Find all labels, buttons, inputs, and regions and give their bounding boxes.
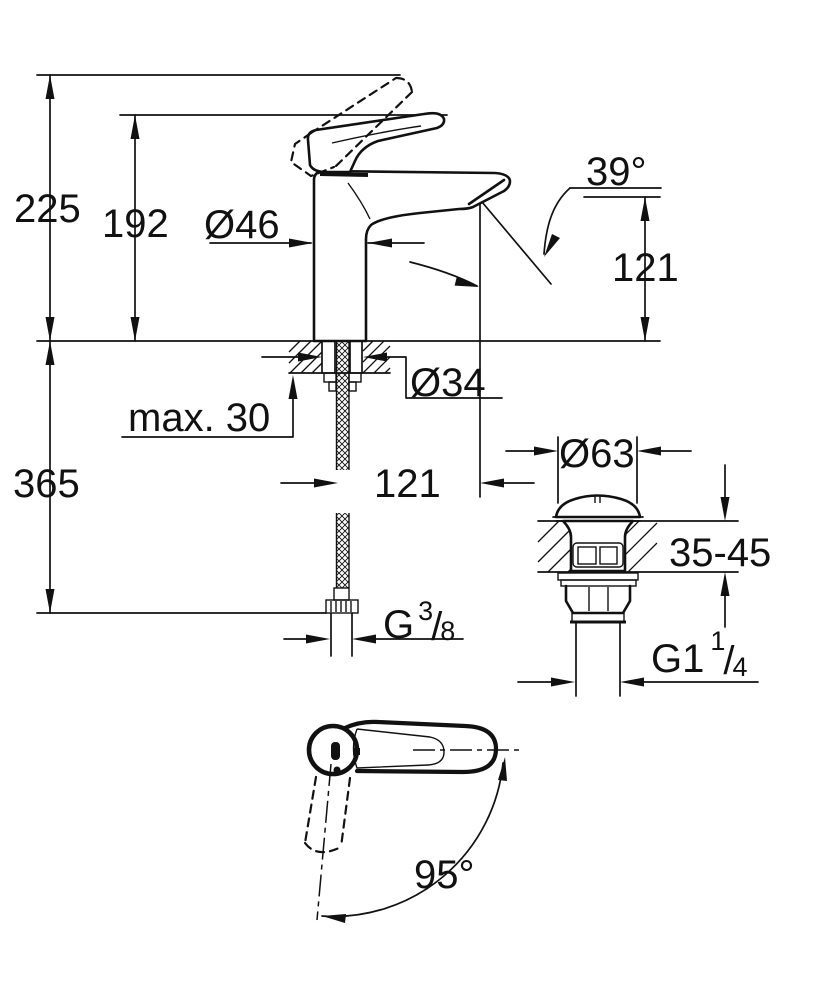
supply-thread-pipe	[330, 612, 353, 657]
dim-body-diameter: Ø46	[204, 203, 280, 247]
dim-max-mounting-thickness: max. 30	[128, 396, 270, 440]
water-stream-line	[481, 201, 552, 285]
handle-rotated-position	[303, 763, 352, 921]
dimension-labels: 225 192 Ø46 39° 121 max. 30 Ø34 365 121 …	[13, 150, 771, 897]
dim-deck-thickness-range: 35-45	[669, 531, 771, 575]
dim-waste-cap-diameter: Ø63	[559, 432, 635, 476]
handle-slot-mark	[331, 742, 340, 760]
dim-hose-clearance-length: 365	[13, 462, 80, 506]
waste-body	[561, 519, 635, 573]
aerator-face	[467, 178, 506, 206]
handle-body-outline	[342, 719, 499, 775]
dim-mounting-hole-diameter: Ø34	[410, 361, 486, 405]
swivel-arc	[321, 762, 504, 918]
outlet-leader-arc	[409, 261, 478, 287]
supply-nut	[325, 599, 359, 614]
deck-dimensions	[121, 352, 535, 644]
dim-spout-outlet-height: 121	[612, 246, 679, 290]
dim-spout-reach: 121	[374, 462, 441, 506]
pop-up-waste-view	[505, 436, 759, 697]
angle-leader-arc	[543, 187, 571, 255]
spout-dimensions	[209, 187, 650, 498]
waste-tailpipe	[575, 621, 621, 697]
height-dimensions	[45, 74, 140, 614]
faucet-side-view	[289, 76, 512, 343]
dim-handle-tip-height: 192	[102, 202, 169, 246]
supply-hose	[323, 342, 362, 657]
handle-top-view	[303, 719, 519, 923]
reference-lines	[36, 74, 662, 614]
dim-overall-height: 225	[14, 187, 81, 231]
dim-spout-angle: 39°	[586, 150, 647, 194]
body-contour-line	[347, 182, 371, 220]
lever-raised-position	[289, 76, 414, 178]
dim-handle-swivel-angle: 95°	[414, 853, 475, 897]
